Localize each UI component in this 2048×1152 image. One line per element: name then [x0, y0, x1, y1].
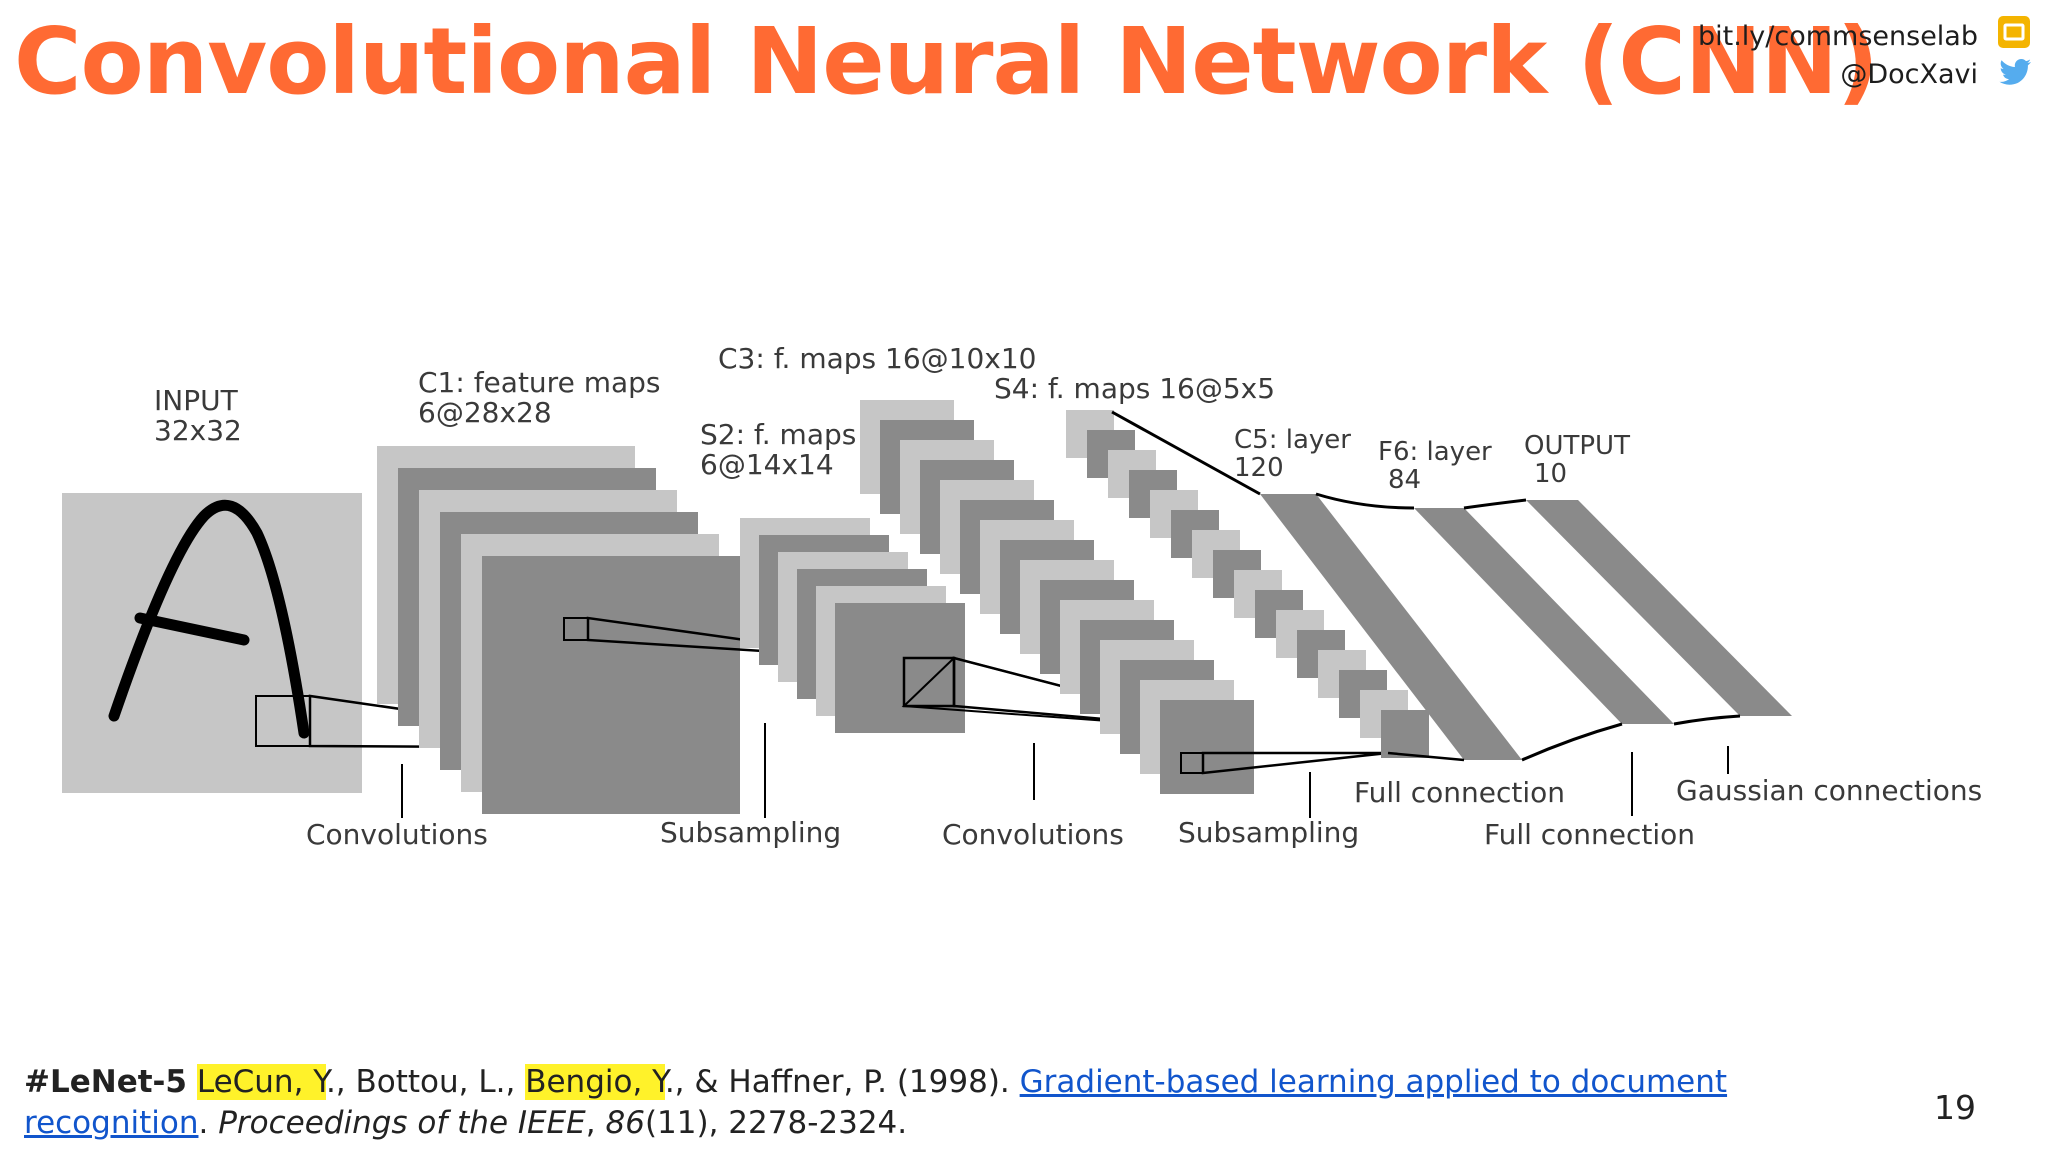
- citation: #LeNet-5 LeCun, Y., Bottou, L., Bengio, …: [24, 1062, 1824, 1144]
- input-label: INPUT 32x32: [154, 386, 242, 446]
- input-letter-crossbar: [134, 612, 250, 646]
- citation-journal: Proceedings of the IEEE: [218, 1105, 586, 1141]
- citation-author-lecun: LeCun, Y: [196, 1064, 326, 1100]
- subsampling-2-label: Subsampling: [1178, 816, 1360, 849]
- paper-link[interactable]: Gradient-based learning applied to docum…: [24, 1064, 1728, 1141]
- f6-layer-bar: [1414, 508, 1674, 724]
- c5-f6-connection-bottom: [1521, 722, 1623, 762]
- social-handles: bit.ly/commsenselab @DocXavi: [1698, 18, 1978, 94]
- page-number: 19: [1934, 1088, 1976, 1127]
- f6-size: 84: [1388, 465, 1422, 495]
- input-name: INPUT: [154, 384, 238, 417]
- subsampling-1-label: Subsampling: [660, 816, 842, 849]
- output-label: OUTPUT 10: [1524, 432, 1630, 488]
- input-letter-stroke: [108, 499, 310, 739]
- c1-size: 6@28x28: [418, 396, 552, 429]
- s2-size: 6@14x14: [700, 448, 834, 481]
- twitter-icon: [1999, 59, 2031, 85]
- citation-text-5: (11), 2278-2324.: [644, 1105, 908, 1141]
- s2-name: S2: f. maps: [700, 418, 857, 451]
- citation-text-1: ., Bottou, L.,: [325, 1064, 526, 1100]
- s4-to-c5-line: [1111, 410, 1261, 496]
- lenet-diagram: INPUT 32x32 C1: feature maps 6@28x28 S2:…: [52, 328, 2012, 888]
- twitter-handle[interactable]: @DocXavi: [1840, 59, 1978, 90]
- f6-output-connection-top: [1463, 498, 1527, 510]
- citation-text-4: ,: [585, 1105, 606, 1141]
- s2-feature-maps: [740, 518, 965, 733]
- c5-name: C5: layer: [1234, 425, 1351, 455]
- slide-title: Convolutional Neural Network (CNN): [14, 8, 1879, 115]
- full-connection-1-label: Full connection: [1354, 776, 1566, 809]
- c5-layer-bar: [1260, 494, 1522, 760]
- c3-projection: [1201, 751, 1389, 775]
- c3-feature-maps: [860, 400, 1254, 794]
- c3-label: C3: f. maps 16@10x10: [718, 342, 1037, 375]
- c1-name: C1: feature maps: [418, 366, 661, 399]
- website-handle[interactable]: bit.ly/commsenselab: [1697, 21, 1978, 52]
- convolutions-1-label: Convolutions: [306, 818, 488, 851]
- c1-projection: [586, 616, 875, 660]
- c5-label: C5: layer 120: [1234, 426, 1351, 482]
- full-connection-2-label: Full connection: [1484, 818, 1696, 851]
- output-size: 10: [1534, 459, 1568, 489]
- f6-label: F6: layer 84: [1378, 438, 1492, 494]
- input-plane: [62, 493, 362, 793]
- citation-volume: 86: [605, 1105, 645, 1141]
- c1-label: C1: feature maps 6@28x28: [418, 368, 660, 428]
- s2-label: S2: f. maps 6@14x14: [700, 420, 856, 480]
- gaussian-connections-label: Gaussian connections: [1676, 774, 1983, 807]
- s4-label: S4: f. maps 16@5x5: [994, 372, 1276, 405]
- c5-f6-connection-top: [1315, 492, 1415, 510]
- c5-size: 120: [1234, 453, 1284, 483]
- f6-output-connection-bottom: [1673, 714, 1741, 726]
- citation-text-2: ., & Haffner, P. (1998).: [664, 1064, 1020, 1100]
- lenet-architecture-figure: [62, 400, 1792, 818]
- google-slides-icon: [1998, 16, 2030, 48]
- f6-name: F6: layer: [1378, 437, 1492, 467]
- citation-text-3: .: [198, 1105, 219, 1141]
- convolutions-2-label: Convolutions: [942, 818, 1124, 851]
- s4-to-c5-bottom-line: [1387, 751, 1465, 762]
- output-name: OUTPUT: [1524, 431, 1630, 461]
- input-size: 32x32: [154, 414, 242, 447]
- citation-author-bengio: Bengio, Y: [525, 1064, 665, 1100]
- c1-feature-maps: [377, 446, 740, 814]
- s4-feature-maps: [1066, 410, 1429, 758]
- citation-tag: #LeNet-5: [24, 1064, 187, 1100]
- output-layer-bar: [1526, 500, 1792, 716]
